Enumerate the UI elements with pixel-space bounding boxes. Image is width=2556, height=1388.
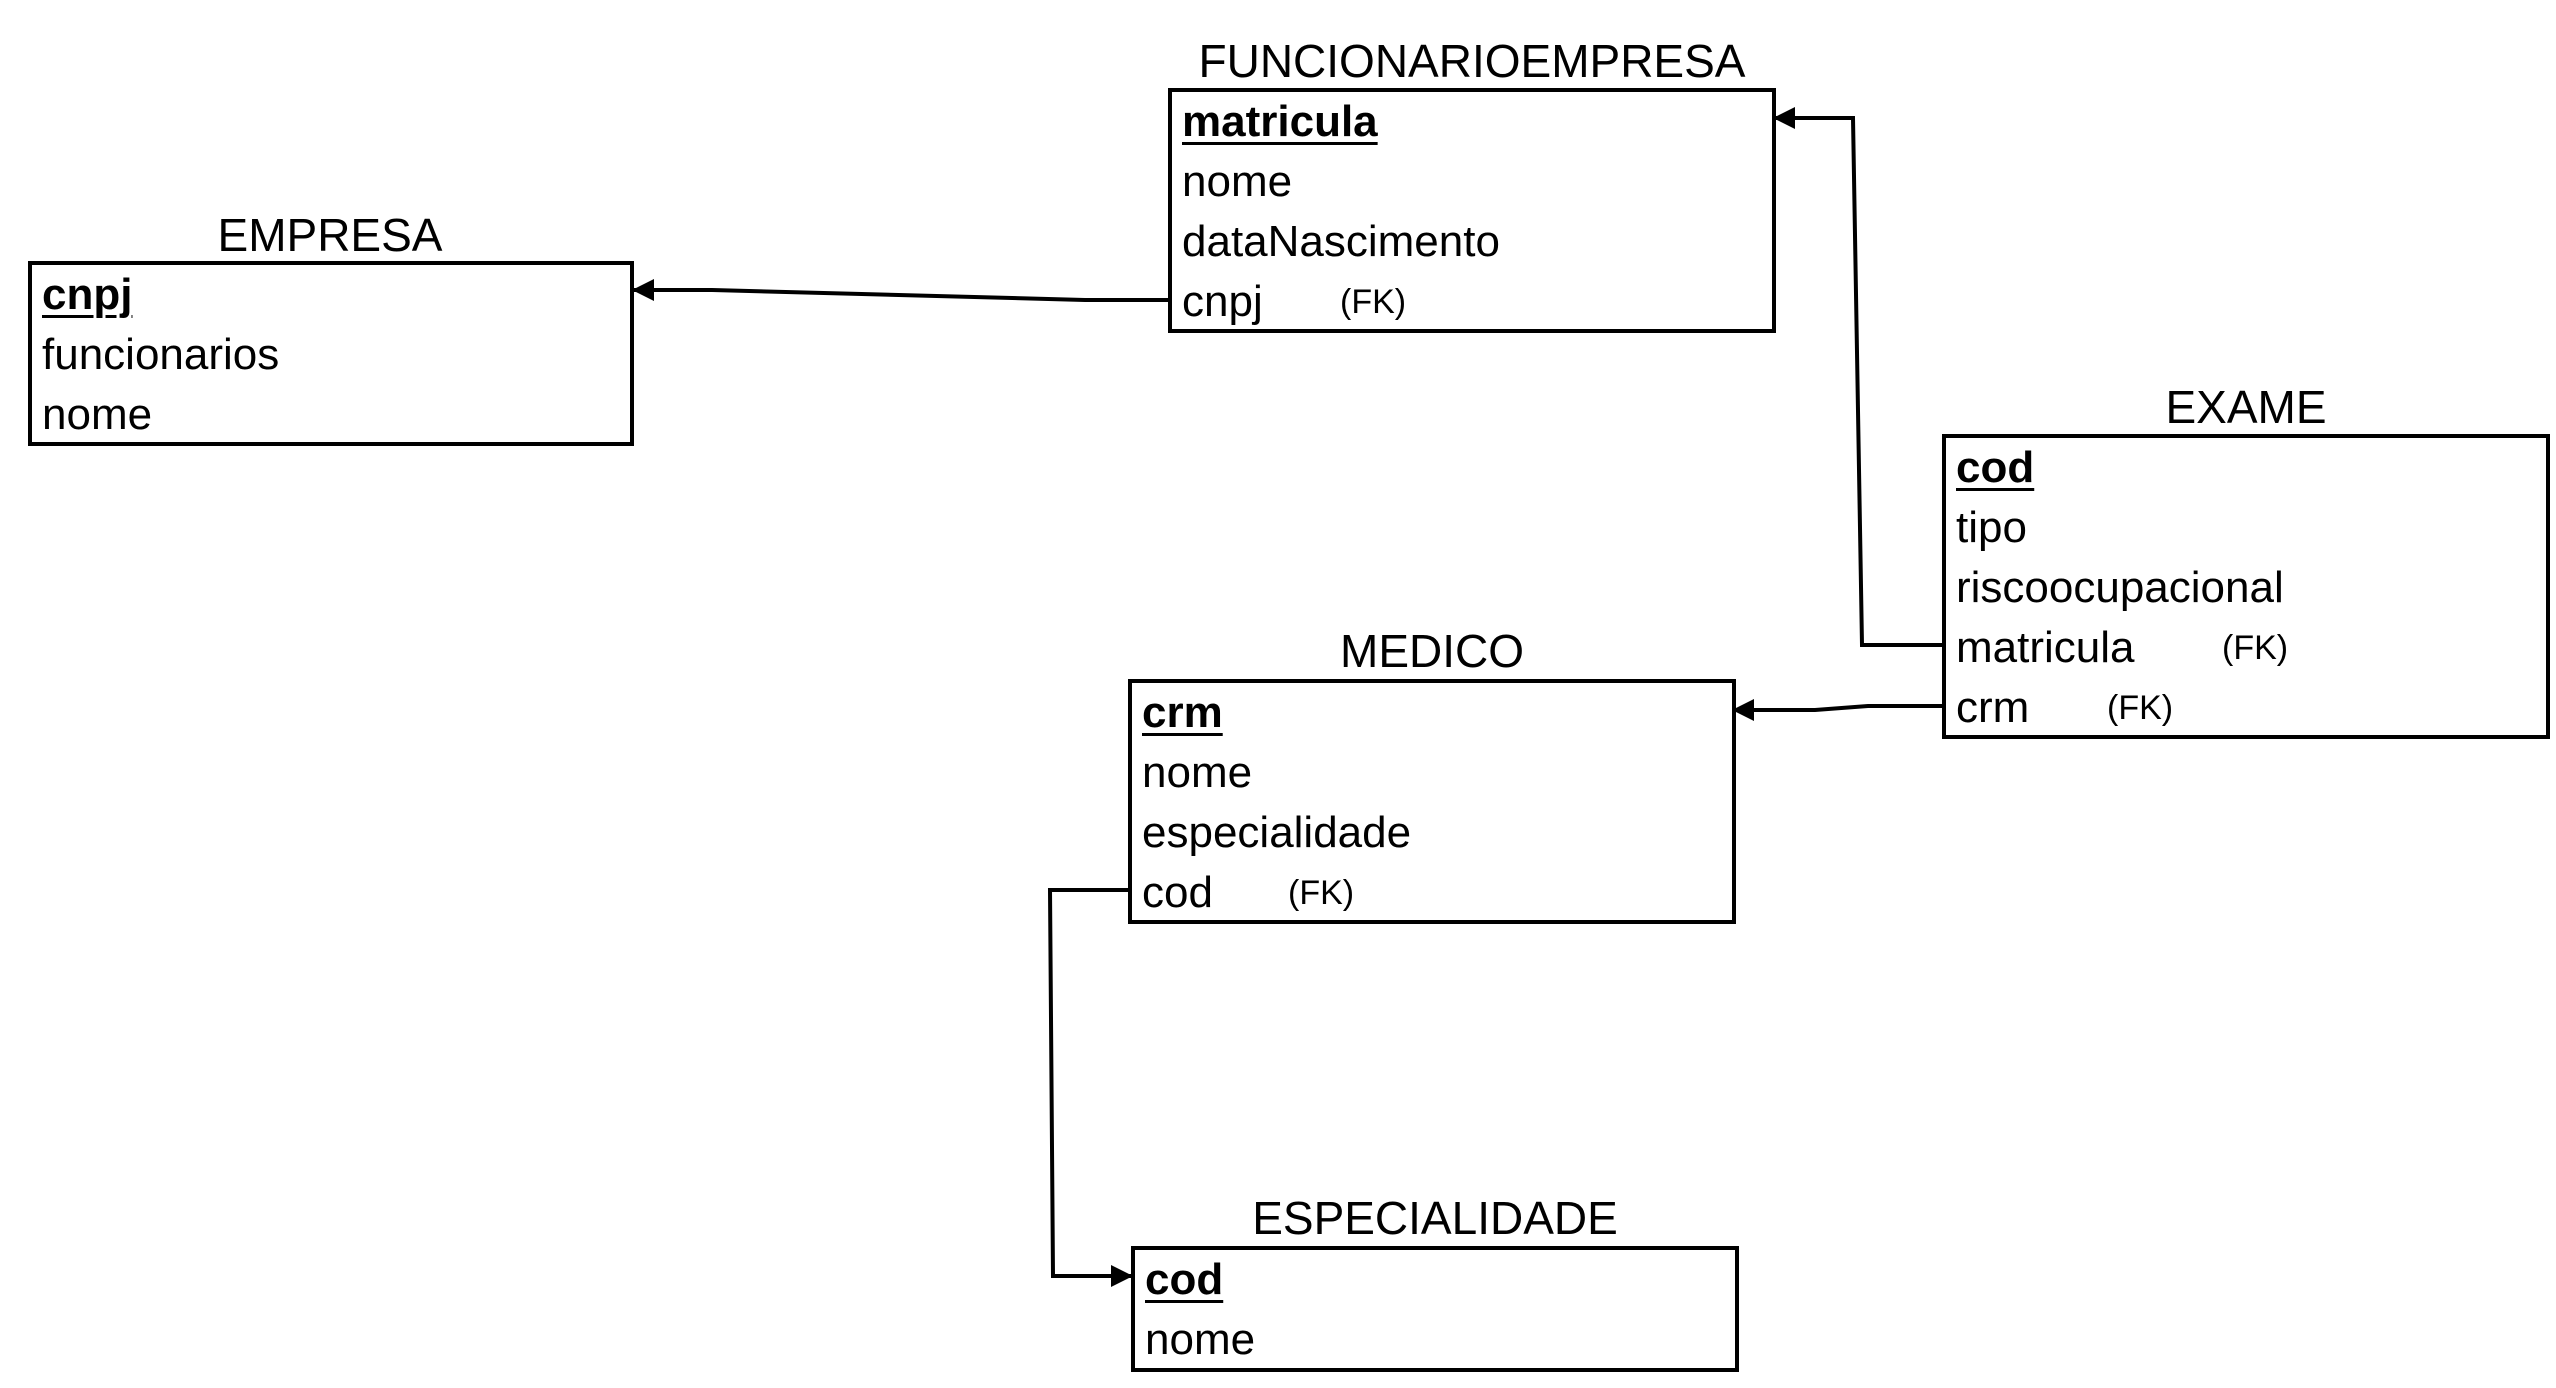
attribute-crm: crm (1142, 688, 1223, 737)
attribute-riscoocupacional: riscoocupacional (1956, 563, 2284, 612)
attribute-nome: nome (1182, 157, 1293, 206)
entity-exame[interactable]: cod tipo riscoocupacional matricula (FK)… (1942, 434, 2550, 739)
entity-medico[interactable]: crm nome especialidade cod (FK) (1128, 679, 1736, 924)
entity-title-especialidade: ESPECIALIDADE (1252, 1192, 1618, 1244)
attribute-tipo: tipo (1956, 503, 2027, 552)
relationship-exame-funcionarioempresa (1773, 107, 1944, 647)
fk-tag-matricula: (FK) (2222, 629, 2289, 667)
entity-title-medico: MEDICO (1340, 625, 1524, 677)
entity-empresa[interactable]: cnpj funcionarios nome (28, 261, 634, 446)
relationship-medico-especialidade (1047, 888, 1133, 1287)
attribute-cod: cod (1956, 443, 2035, 492)
attribute-matricula: matricula (1956, 623, 2135, 672)
entity-title-funcionarioempresa: FUNCIONARIOEMPRESA (1198, 35, 1746, 87)
fk-tag-cod: (FK) (1288, 874, 1355, 912)
attribute-cnpj: cnpj (42, 270, 133, 319)
entity-title-empresa: EMPRESA (217, 209, 443, 261)
entity-funcionarioempresa[interactable]: matricula nome dataNascimento cnpj (FK) (1168, 88, 1776, 333)
relationship-exame-medico (1732, 699, 1944, 721)
attribute-funcionarios: funcionarios (42, 330, 280, 379)
fk-tag-crm: (FK) (2107, 689, 2174, 727)
entity-title-exame: EXAME (2165, 381, 2327, 433)
attribute-nome: nome (1145, 1315, 1256, 1364)
attribute-datanascimento: dataNascimento (1182, 217, 1500, 266)
attribute-nome: nome (42, 390, 153, 439)
entity-especialidade[interactable]: cod nome (1131, 1246, 1739, 1372)
attribute-cod: cod (1142, 868, 1213, 917)
attribute-cod: cod (1145, 1255, 1224, 1304)
attribute-nome: nome (1142, 748, 1253, 797)
attribute-crm: crm (1956, 683, 2030, 732)
relationship-funcionarioempresa-empresa (632, 279, 1172, 302)
attribute-matricula: matricula (1182, 97, 1378, 146)
fk-tag-cnpj: (FK) (1340, 283, 1407, 321)
attribute-especialidade: especialidade (1142, 808, 1412, 857)
attribute-cnpj: cnpj (1182, 277, 1263, 326)
